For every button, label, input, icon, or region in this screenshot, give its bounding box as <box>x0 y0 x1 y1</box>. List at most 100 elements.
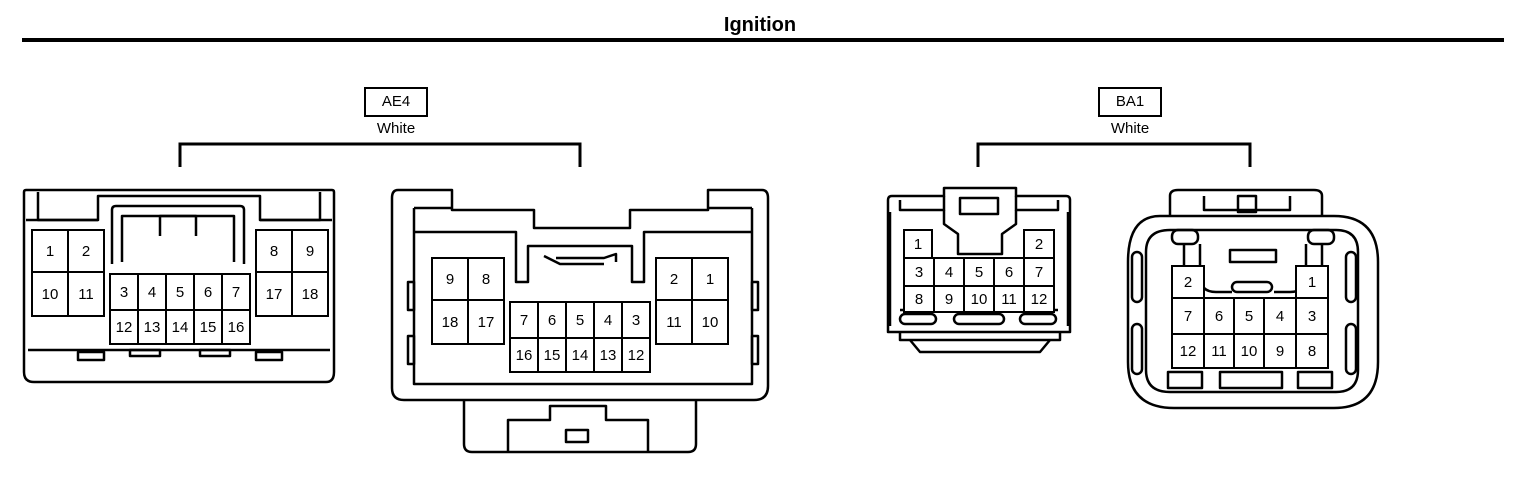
connector-ae4-right <box>390 188 770 454</box>
pin-cell <box>67 229 105 273</box>
pin-label: 4 <box>1276 308 1284 325</box>
connector-color-ba1: White <box>1110 120 1150 137</box>
pin-label: 8 <box>915 291 923 308</box>
pin-cell <box>467 299 505 345</box>
pin-label: 12 <box>628 347 645 364</box>
pin-cell <box>1023 285 1055 313</box>
pin-label: 13 <box>600 347 617 364</box>
connector-ba1-right <box>1126 188 1380 410</box>
pin-label: 8 <box>270 243 278 260</box>
pin-label: 3 <box>120 284 128 301</box>
pin-label: 7 <box>232 284 240 301</box>
pin-label: 12 <box>1031 291 1048 308</box>
pin-label: 3 <box>632 312 640 329</box>
pin-cell <box>431 299 469 345</box>
pin-label: 6 <box>1215 308 1223 325</box>
pin-label: 11 <box>1001 291 1017 308</box>
pin-label: 7 <box>1184 308 1192 325</box>
pin-cell <box>509 337 539 373</box>
pin-cell <box>1203 333 1235 369</box>
pin-label: 4 <box>945 264 953 281</box>
pin-label: 9 <box>1276 343 1284 360</box>
connector-code-ba1: BA1 <box>1098 87 1162 117</box>
pin-label: 7 <box>1035 264 1043 281</box>
pin-label: 2 <box>1184 274 1192 291</box>
pin-cell <box>221 273 251 311</box>
pin-label: 1 <box>914 236 922 253</box>
pin-label: 10 <box>702 314 719 331</box>
pin-label: 18 <box>442 314 459 331</box>
pin-label: 7 <box>520 312 528 329</box>
pin-label: 1 <box>1308 274 1316 291</box>
pin-label: 17 <box>478 314 495 331</box>
pin-cell <box>1295 333 1329 369</box>
pin-cell <box>1295 265 1329 299</box>
pin-label: 6 <box>548 312 556 329</box>
pin-label: 10 <box>1241 343 1258 360</box>
pin-cell <box>1295 297 1329 335</box>
pin-cell <box>31 271 69 317</box>
pin-label: 13 <box>144 319 161 336</box>
pin-label: 5 <box>176 284 184 301</box>
pin-label: 10 <box>971 291 988 308</box>
pin-label: 3 <box>915 264 923 281</box>
pin-label: 11 <box>1211 343 1227 360</box>
bracket-ba1 <box>976 142 1252 167</box>
pin-label: 16 <box>516 347 533 364</box>
pin-cell <box>193 273 223 311</box>
connector-code-ae4: AE4 <box>364 87 428 117</box>
pin-label: 9 <box>945 291 953 308</box>
pin-label: 10 <box>42 286 59 303</box>
pin-cell <box>1023 229 1055 259</box>
pin-label: 4 <box>148 284 156 301</box>
pin-label: 4 <box>604 312 612 329</box>
pin-cell <box>903 229 933 259</box>
pin-label: 9 <box>306 243 314 260</box>
pin-cell <box>933 257 965 287</box>
pin-cell <box>691 299 729 345</box>
diagram-title: Ignition <box>723 14 797 36</box>
pin-cell <box>963 285 995 313</box>
pin-label: 6 <box>1005 264 1013 281</box>
pin-label: 15 <box>200 319 217 336</box>
pin-label: 5 <box>975 264 983 281</box>
bracket-ae4 <box>178 142 582 167</box>
pin-label: 15 <box>544 347 561 364</box>
pin-cell <box>621 337 651 373</box>
pin-cell <box>291 271 329 317</box>
pin-label: 14 <box>172 319 189 336</box>
pin-cell <box>993 285 1025 313</box>
pin-label: 11 <box>666 314 682 331</box>
pin-cell <box>1023 257 1055 287</box>
pin-cell <box>221 309 251 345</box>
pin-label: 6 <box>204 284 212 301</box>
pin-label: 5 <box>1245 308 1253 325</box>
pin-label: 5 <box>576 312 584 329</box>
pin-cell <box>963 257 995 287</box>
pin-cell <box>109 273 139 311</box>
pin-label: 8 <box>482 271 490 288</box>
pin-cell <box>565 301 595 339</box>
pin-cell <box>903 285 935 313</box>
pin-cell <box>193 309 223 345</box>
pin-label: 11 <box>78 286 94 303</box>
connector-color-ae4: White <box>376 120 416 137</box>
pin-label: 12 <box>116 319 133 336</box>
pin-label: 2 <box>1035 236 1043 253</box>
pin-label: 2 <box>670 271 678 288</box>
pin-cell <box>137 309 167 345</box>
title-rule <box>22 38 1504 42</box>
pin-cell <box>933 285 965 313</box>
pin-label: 16 <box>228 319 245 336</box>
pin-cell <box>67 271 105 317</box>
pin-label: 17 <box>266 286 283 303</box>
pin-label: 2 <box>82 243 90 260</box>
pin-label: 1 <box>46 243 54 260</box>
connector-ba1-left <box>886 186 1072 354</box>
pin-label: 12 <box>1180 343 1197 360</box>
pin-label: 9 <box>446 271 454 288</box>
connector-ae4-left <box>22 188 336 384</box>
pin-label: 3 <box>1308 308 1316 325</box>
